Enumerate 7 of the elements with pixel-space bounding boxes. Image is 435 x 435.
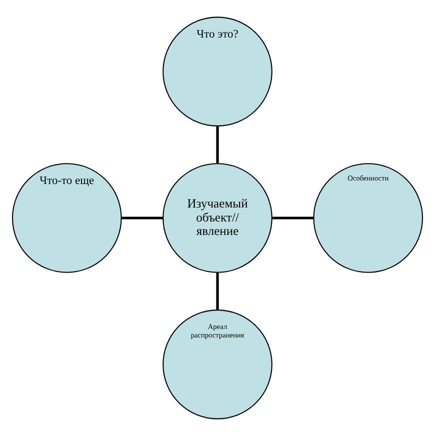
node-circle: Что-то еще <box>12 162 122 272</box>
node-circle: Что это? <box>162 16 272 126</box>
node-circle: Изучаемый объект// явление <box>162 162 272 272</box>
connector <box>272 216 314 219</box>
connector <box>216 272 219 310</box>
connector <box>216 126 219 163</box>
connector <box>121 216 164 219</box>
